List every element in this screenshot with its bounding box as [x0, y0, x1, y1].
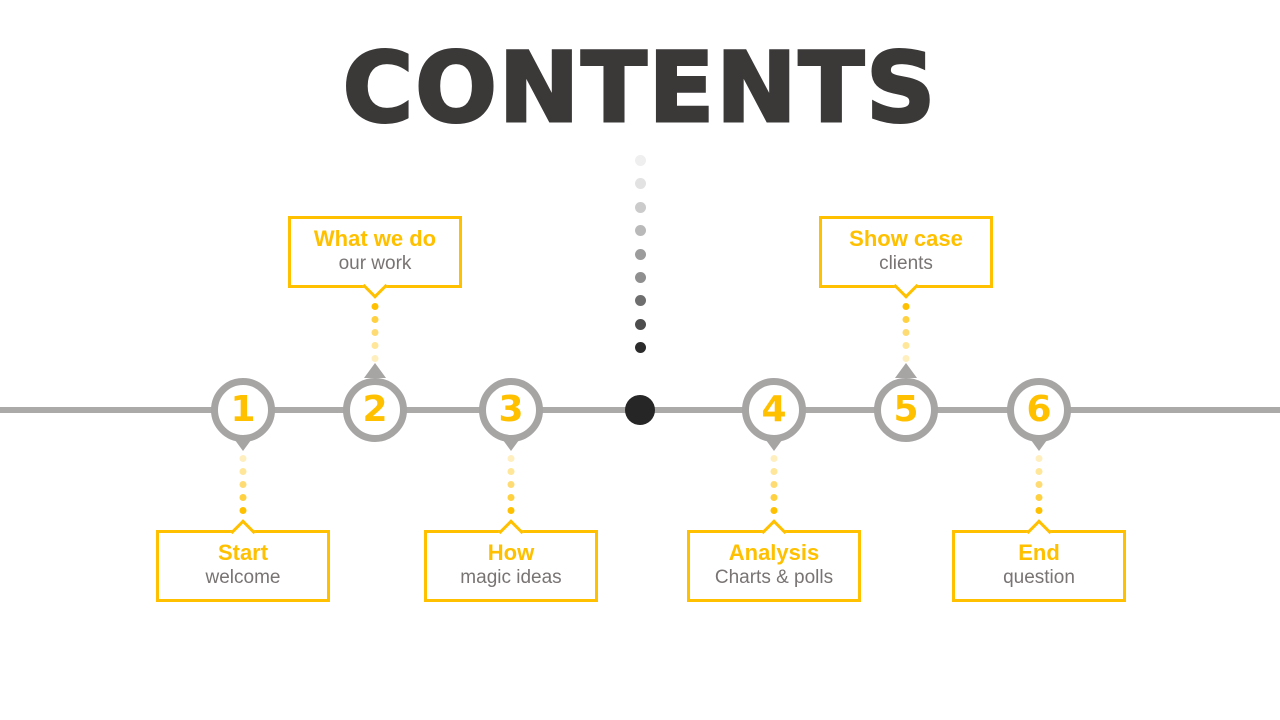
- callout-box-how: How magic ideas: [424, 519, 598, 602]
- fading-dot-icon: [634, 155, 646, 166]
- gold-dot-icon: [770, 494, 778, 501]
- callout-subtitle: magic ideas: [460, 567, 562, 589]
- milestone-number: 5: [893, 389, 919, 430]
- gold-dot-icon: [239, 494, 247, 501]
- milestone-number: 3: [498, 389, 524, 430]
- callout-notch-icon: [362, 273, 388, 299]
- page-title: CONTENTS: [341, 32, 938, 144]
- gold-dot-icon: [902, 355, 910, 362]
- gold-dot-icon: [1035, 468, 1043, 475]
- gold-dot-icon: [507, 481, 515, 488]
- callout-box-show-case: Show case clients: [819, 216, 993, 299]
- connector-dots-icon: [371, 303, 379, 362]
- callout-box-analysis: Analysis Charts & polls: [687, 519, 861, 602]
- connector-dots-icon: [902, 303, 910, 362]
- milestone-circle-5: 5: [874, 378, 938, 442]
- milestone-circle-2: 2: [343, 378, 407, 442]
- gold-dot-icon: [507, 455, 515, 462]
- fading-dot-icon: [634, 272, 646, 283]
- connector-dots-icon: [507, 455, 515, 514]
- fading-dot-icon: [634, 319, 646, 330]
- milestone-circle-1: 1: [211, 378, 275, 442]
- callout-subtitle: welcome: [205, 567, 281, 589]
- callout-box-what-we-do: What we do our work: [288, 216, 462, 299]
- gold-dot-icon: [371, 303, 379, 310]
- callout-notch-icon: [893, 273, 919, 299]
- gold-dot-icon: [902, 329, 910, 336]
- gold-dot-icon: [371, 329, 379, 336]
- gold-dot-icon: [770, 481, 778, 488]
- milestone-number: 6: [1026, 389, 1052, 430]
- fading-dot-icon: [634, 225, 646, 236]
- fading-dot-icon: [634, 342, 646, 353]
- circle-pointer-up-icon: [364, 363, 386, 378]
- gold-dot-icon: [507, 507, 515, 514]
- connector-dots-icon: [1035, 455, 1043, 514]
- gold-dot-icon: [371, 355, 379, 362]
- gold-dot-icon: [902, 342, 910, 349]
- milestone-number: 2: [362, 389, 388, 430]
- gold-dot-icon: [1035, 507, 1043, 514]
- fading-dot-icon: [634, 178, 646, 189]
- fading-dot-icon: [634, 295, 646, 306]
- gold-dot-icon: [371, 342, 379, 349]
- gold-dot-icon: [770, 455, 778, 462]
- callout-box-end: End question: [952, 519, 1126, 602]
- milestone-circle-3: 3: [479, 378, 543, 442]
- circle-pointer-up-icon: [895, 363, 917, 378]
- gold-dot-icon: [1035, 494, 1043, 501]
- gold-dot-icon: [239, 481, 247, 488]
- gold-dot-icon: [770, 468, 778, 475]
- callout-title: What we do: [313, 226, 437, 251]
- milestone-number: 4: [761, 389, 787, 430]
- gold-dot-icon: [239, 468, 247, 475]
- callout-subtitle: question: [1003, 567, 1075, 589]
- milestone-circle-4: 4: [742, 378, 806, 442]
- timeline-center-dot-icon: [625, 395, 655, 425]
- gold-dot-icon: [239, 507, 247, 514]
- fading-dot-icon: [634, 202, 646, 213]
- callout-box-start: Start welcome: [156, 519, 330, 602]
- gold-dot-icon: [1035, 455, 1043, 462]
- gold-dot-icon: [507, 468, 515, 475]
- gold-dot-icon: [902, 303, 910, 310]
- gold-dot-icon: [902, 316, 910, 323]
- callout-subtitle: our work: [338, 253, 412, 275]
- fading-dot-icon: [634, 249, 646, 260]
- gold-dot-icon: [1035, 481, 1043, 488]
- milestone-circle-6: 6: [1007, 378, 1071, 442]
- gold-dot-icon: [371, 316, 379, 323]
- gold-dot-icon: [770, 507, 778, 514]
- callout-title: Show case: [849, 226, 963, 251]
- gold-dot-icon: [507, 494, 515, 501]
- milestone-number: 1: [230, 389, 256, 430]
- callout-subtitle: Charts & polls: [714, 567, 834, 589]
- connector-dots-icon: [770, 455, 778, 514]
- gold-dot-icon: [239, 455, 247, 462]
- connector-dots-icon: [239, 455, 247, 514]
- callout-subtitle: clients: [879, 253, 933, 275]
